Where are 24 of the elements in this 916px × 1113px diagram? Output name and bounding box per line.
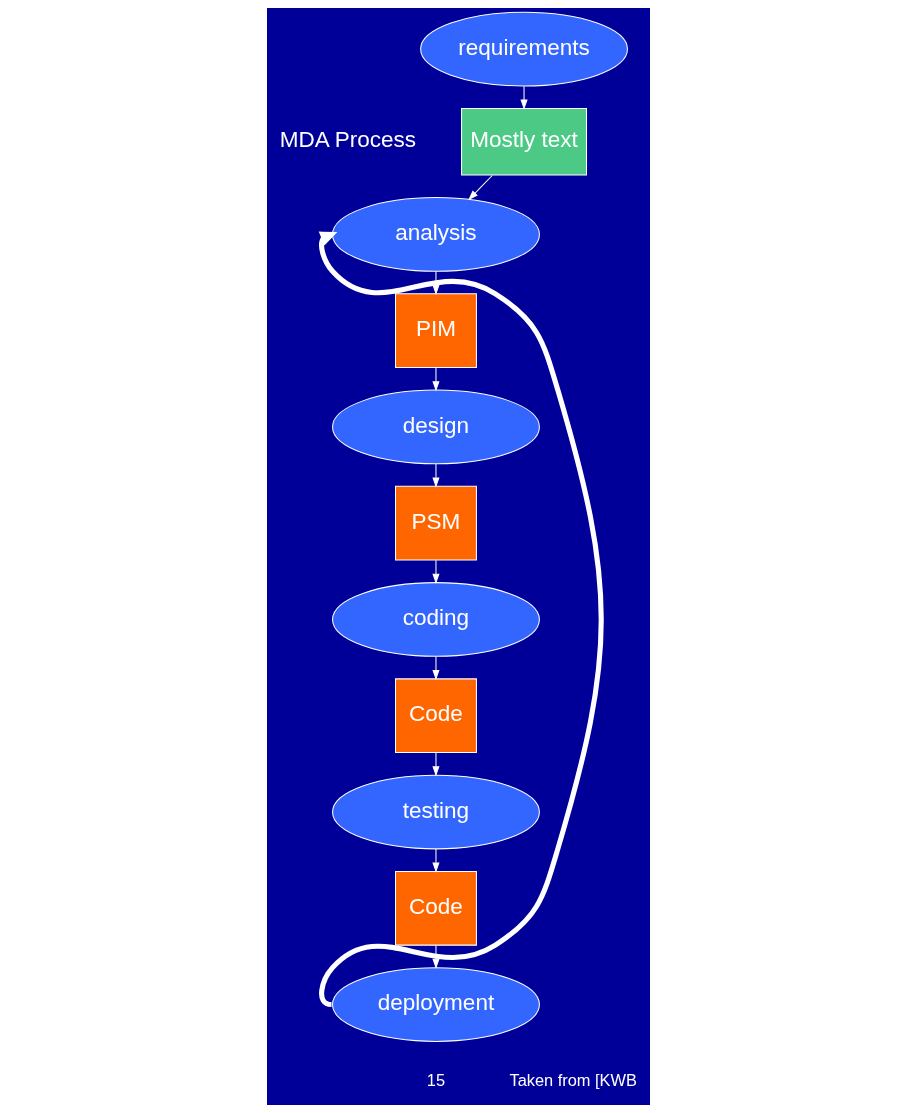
- arrow: [431, 559, 440, 584]
- node-box: Code: [394, 678, 477, 754]
- node-ellipse: deployment: [331, 967, 540, 1042]
- node-ellipse: design: [331, 389, 540, 465]
- node-box: PIM: [394, 293, 477, 369]
- arrow: [431, 367, 440, 392]
- arrow: [431, 848, 440, 873]
- arrow: [431, 944, 440, 969]
- node-ellipse: requirements: [419, 11, 628, 87]
- node-box: PSM: [394, 485, 477, 561]
- label: Taken from [KWB: [508, 1071, 637, 1090]
- arrow: [467, 175, 493, 201]
- label: 15: [426, 1071, 445, 1090]
- label: MDA Process: [279, 127, 416, 153]
- node-ellipse: analysis: [331, 197, 540, 272]
- node-ellipse: testing: [331, 774, 540, 850]
- arrow: [519, 85, 528, 110]
- node-box: Mostly text: [460, 107, 587, 176]
- arrow: [431, 655, 440, 681]
- arrow: [431, 270, 440, 296]
- node-ellipse: coding: [331, 582, 540, 657]
- arrow: [431, 752, 440, 777]
- arrow: [431, 463, 440, 488]
- node-box: Code: [394, 870, 477, 946]
